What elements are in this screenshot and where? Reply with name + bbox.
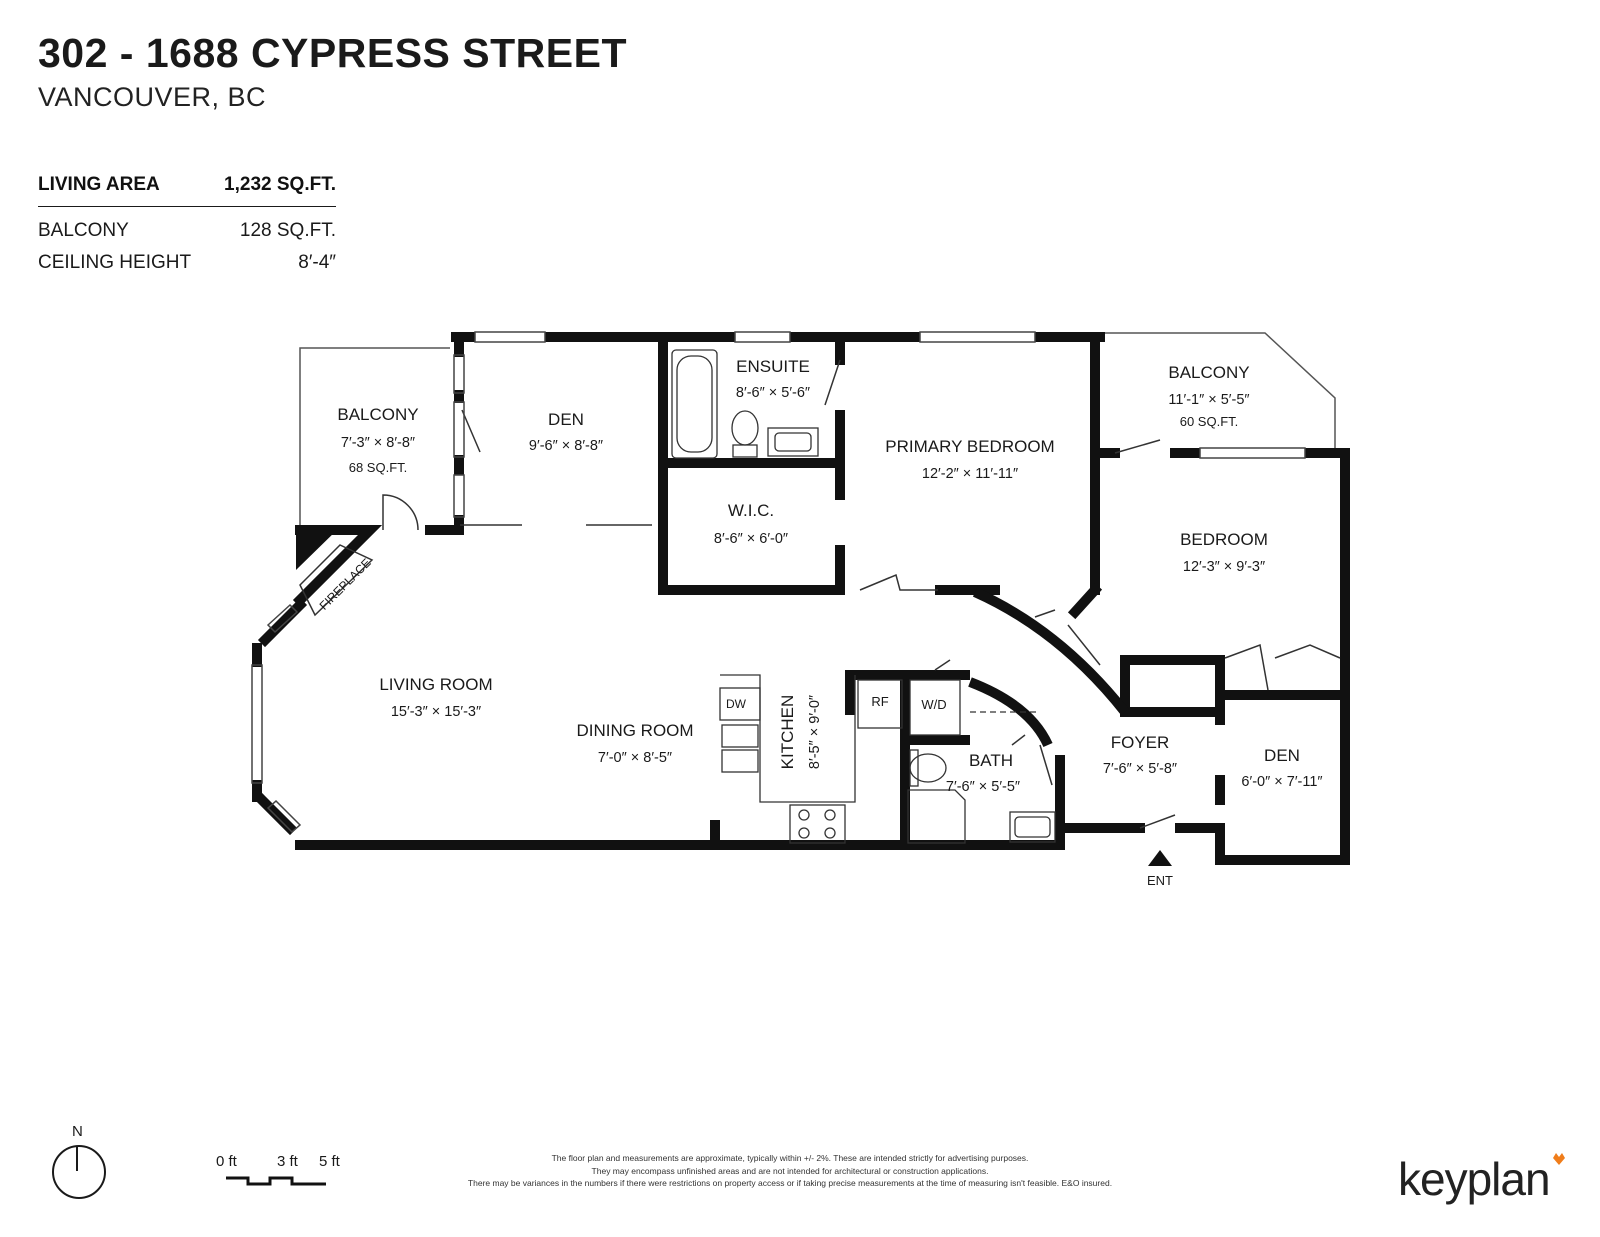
north-label: N xyxy=(72,1123,83,1140)
balcony-west-dims: 7′-3″ × 8′-8″ xyxy=(341,435,415,451)
bath-dims: 7′-6″ × 5′-5″ xyxy=(946,779,1020,795)
bedroom-dims: 12′-3″ × 9′-3″ xyxy=(1183,559,1265,575)
scale-label-0: 0 ft xyxy=(216,1153,237,1170)
wic-dims: 8′-6″ × 6′-0″ xyxy=(714,531,788,547)
fireplace-label: FIREPLACE xyxy=(317,556,374,613)
den-east-dims: 6′-0″ × 7′-11″ xyxy=(1241,774,1322,790)
disclaimer: The floor plan and measurements are appr… xyxy=(400,1152,1180,1190)
curved-walls xyxy=(968,587,1129,748)
den-north-dims: 9′-6″ × 8′-8″ xyxy=(529,438,603,454)
balcony-west-name: BALCONY xyxy=(337,405,418,424)
wic-name: W.I.C. xyxy=(728,501,774,520)
living-room-name: LIVING ROOM xyxy=(379,675,492,694)
balcony-east-name: BALCONY xyxy=(1168,363,1249,382)
fridge-label: RF xyxy=(871,694,888,709)
property-city: VANCOUVER, BC xyxy=(38,82,267,112)
scale-label-3: 3 ft xyxy=(277,1153,298,1170)
balcony-outlines xyxy=(299,332,1336,525)
scale-bar xyxy=(226,1176,326,1186)
ceiling-height-row: CEILING HEIGHT 8′-4″ xyxy=(38,247,336,279)
foyer-name: FOYER xyxy=(1111,733,1170,752)
closet-doors xyxy=(1224,643,1341,691)
living-area-label: LIVING AREA xyxy=(38,174,160,195)
compass-needle xyxy=(76,1147,78,1171)
primary-bedroom-dims: 12′-2″ × 11′-11″ xyxy=(922,466,1018,482)
living-room-dims: 15′-3″ × 15′-3″ xyxy=(391,704,481,720)
windows xyxy=(251,331,1306,834)
dining-room-dims: 7′-0″ × 8′-5″ xyxy=(598,750,672,766)
property-address: 302 - 1688 CYPRESS STREET xyxy=(38,30,628,76)
bedroom-name: BEDROOM xyxy=(1180,530,1268,549)
dining-room-name: DINING ROOM xyxy=(576,721,693,740)
foyer-dims: 7′-6″ × 5′-8″ xyxy=(1103,761,1177,777)
living-area-row: LIVING AREA 1,232 SQ.FT. xyxy=(38,170,336,207)
primary-bedroom-name: PRIMARY BEDROOM xyxy=(885,437,1054,456)
walls xyxy=(252,332,1350,865)
brand-logo: keyplan xyxy=(1398,1153,1551,1205)
disclaimer-line-3: There may be variances in the numbers if… xyxy=(467,1178,1113,1188)
living-area-value: 1,232 SQ.FT. xyxy=(224,174,336,195)
scale-label-5: 5 ft xyxy=(319,1153,340,1170)
den-north-name: DEN xyxy=(548,410,584,429)
washer-dryer-label: W/D xyxy=(921,697,946,712)
ensuite-fixtures xyxy=(671,349,819,459)
balcony-area-value: 128 SQ.FT. xyxy=(239,220,336,241)
bath-name: BATH xyxy=(969,751,1013,770)
entrance-label: ENT xyxy=(1147,873,1173,888)
disclaimer-line-2: They may encompass unfinished areas and … xyxy=(591,1165,989,1176)
fireplace xyxy=(296,527,374,617)
balcony-west-area: 68 SQ.FT. xyxy=(349,460,408,475)
disclaimer-line-1: The floor plan and measurements are appr… xyxy=(551,1153,1029,1163)
balcony-area-label: BALCONY xyxy=(38,220,129,241)
den-east-name: DEN xyxy=(1264,746,1300,765)
ceiling-height-label: CEILING HEIGHT xyxy=(38,252,192,273)
kitchen-fixtures xyxy=(719,674,961,844)
doors xyxy=(382,359,1176,829)
balcony-area-row: BALCONY 128 SQ.FT. xyxy=(38,215,336,247)
balcony-east-area: 60 SQ.FT. xyxy=(1180,414,1239,429)
kitchen-name: KITCHEN xyxy=(778,695,797,770)
area-summary: LIVING AREA 1,232 SQ.FT. BALCONY 128 SQ.… xyxy=(38,170,336,279)
brand-mark-icon xyxy=(1553,1153,1565,1165)
balcony-east-dims: 11′-1″ × 5′-5″ xyxy=(1168,392,1249,408)
ceiling-height-value: 8′-4″ xyxy=(298,252,336,273)
bath-fixtures xyxy=(907,711,1056,844)
ensuite-name: ENSUITE xyxy=(736,357,810,376)
dishwasher-label: DW xyxy=(726,697,747,711)
kitchen-dims: 8′-5″ × 9′-0″ xyxy=(807,695,823,769)
compass-icon xyxy=(52,1145,106,1199)
ensuite-dims: 8′-6″ × 5′-6″ xyxy=(736,385,810,401)
entrance-arrow-icon xyxy=(1148,850,1172,866)
